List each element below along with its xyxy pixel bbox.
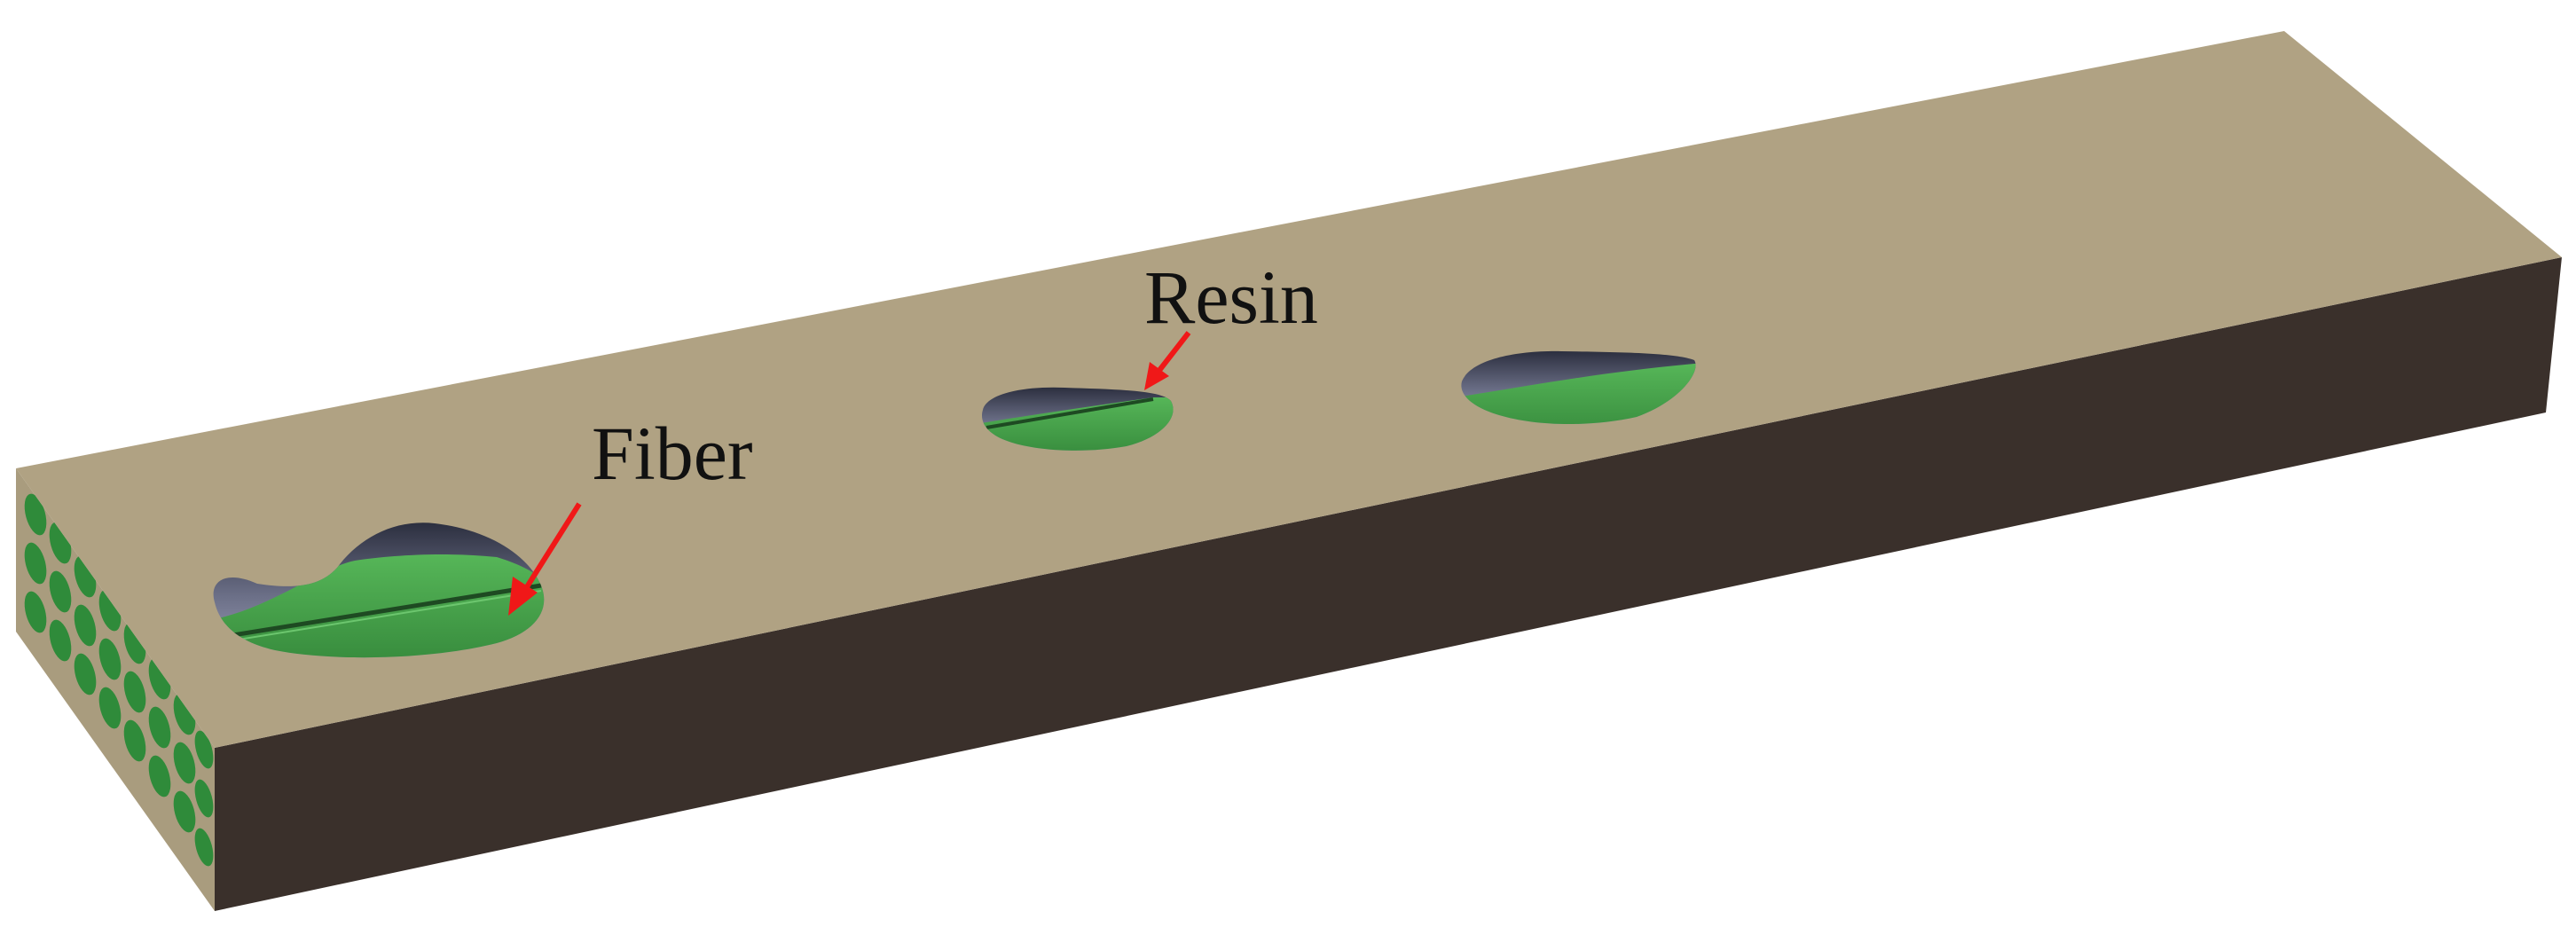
resin-arrow-shaft xyxy=(1155,331,1191,374)
resin-label: Resin xyxy=(1144,255,1318,340)
fiber-surface-left xyxy=(213,554,545,658)
resin-arrow-head xyxy=(1144,362,1169,390)
fiber-arrow-shaft xyxy=(521,502,582,594)
bar-side-face xyxy=(215,257,2562,911)
resin-annotation: Resin xyxy=(1144,255,1318,390)
bar-top-face xyxy=(16,31,2562,748)
cutout-hole-left xyxy=(213,522,545,658)
fiber-annotation: Fiber xyxy=(508,411,753,616)
fiber-arrow-head xyxy=(508,577,538,616)
fiber-label: Fiber xyxy=(592,411,753,496)
